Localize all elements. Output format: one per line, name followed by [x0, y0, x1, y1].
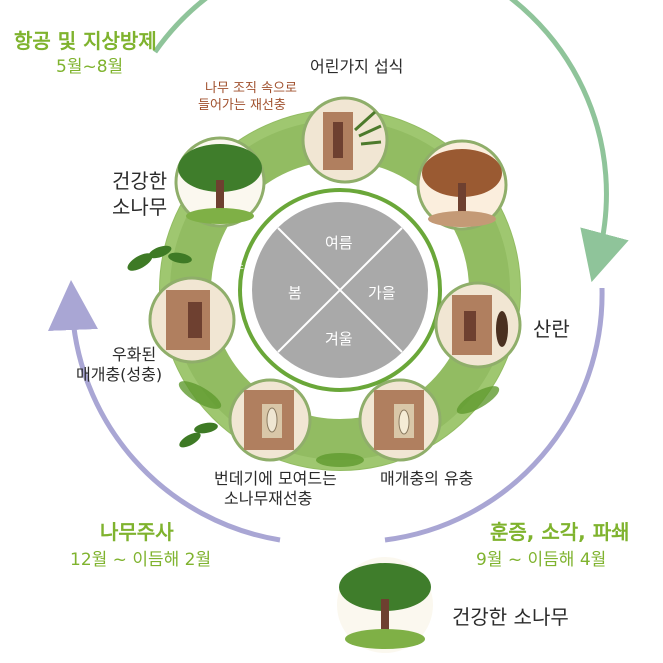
phase-fumigation-period: 9월 ~ 이듬해 4월 [476, 550, 607, 570]
green-cycle-arrow [152, 0, 629, 283]
purple-cycle-arrow-right [384, 287, 605, 543]
stage-circle-diseased-pine [416, 139, 508, 231]
label-beetle-larva: 매개충의 유충 [380, 469, 474, 488]
phase-aerial-title: 항공 및 지상방제 [14, 29, 157, 53]
label-small-emergence-2: 하늘소 [219, 262, 244, 272]
season-winter: 겨울 [325, 330, 353, 348]
stage-circle-healthy-pine [174, 136, 266, 228]
stage-circle-pupa [228, 378, 312, 462]
label-nematodes-gather-1: 번데기에 모여드는 [214, 469, 337, 488]
season-summer: 여름 [325, 234, 353, 252]
stage-circle-larva [358, 378, 442, 462]
stage-circle-oviposition [434, 281, 522, 369]
label-oviposition: 산란 [533, 317, 570, 341]
phase-injection-title: 나무주사 [100, 520, 174, 544]
label-small-emergence-1: 솔수염 [216, 251, 241, 261]
leaf-sprig-left [127, 245, 218, 448]
label-nematode-entry-1: 나무 조직 속으로 [205, 81, 297, 96]
season-spring: 봄 [288, 284, 302, 302]
season-autumn: 가을 [368, 284, 396, 302]
label-healthy-pine-2: 소나무 [112, 195, 168, 219]
label-matured-beetle-1: 우화된 [112, 345, 157, 364]
label-twig-feeding: 어린가지 섭식 [310, 57, 404, 76]
label-matured-beetle-2: 매개충(성충) [76, 365, 163, 384]
stage-circle-twig-feeding [301, 96, 389, 184]
label-small-emergence-3: 성충 [222, 273, 239, 283]
phase-injection-period: 12월 ~ 이듬해 2월 [70, 550, 212, 570]
footer-label: 건강한 소나무 [452, 605, 569, 629]
footer-healthy-pine [337, 557, 433, 653]
phase-fumigation-title: 훈증, 소각, 파쇄 [490, 520, 630, 544]
label-nematodes-gather-2: 소나무재선충 [224, 489, 313, 508]
phase-aerial-period: 5월~8월 [56, 57, 124, 77]
stage-circle-emergence [148, 276, 236, 364]
label-healthy-pine-1: 건강한 [112, 169, 168, 193]
label-nematode-entry-2: 들어가는 재선충 [198, 98, 286, 113]
purple-cycle-arrow-left [48, 280, 281, 543]
